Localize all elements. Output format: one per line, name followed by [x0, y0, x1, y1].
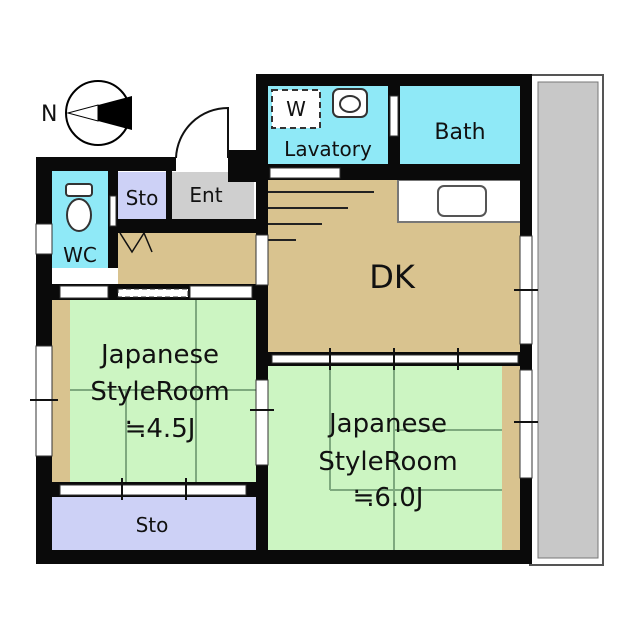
sink-icon — [437, 185, 487, 217]
entrance-door-icon — [175, 106, 229, 159]
lavatory-label: Lavatory — [284, 137, 372, 161]
washer-space — [271, 89, 321, 129]
tatami-6-0-label-line1: Japanese — [327, 409, 447, 439]
wc-label: WC — [63, 243, 97, 267]
bath-room — [400, 86, 520, 164]
bath-label: Bath — [434, 120, 485, 145]
tatami-6-0-side — [502, 366, 522, 550]
closet-door-icon — [119, 232, 153, 254]
tatami-6-0-label-line3: ≒6.0J — [353, 483, 424, 513]
tatami-seams — [70, 299, 502, 550]
tatami-4-5-label-line2: StyleRoom — [90, 377, 229, 407]
toilet-icon — [65, 183, 93, 232]
storage-top-room — [118, 172, 166, 219]
lavatory-sink-icon — [332, 88, 368, 118]
tatami-4-5-label-line1: Japanese — [99, 340, 219, 370]
compass-needle-light-icon — [66, 104, 99, 122]
closet-room — [118, 233, 256, 286]
door-markers — [30, 289, 538, 500]
tatami-6-0-label-line2: StyleRoom — [318, 447, 457, 477]
stair-steps — [268, 191, 374, 241]
balcony — [529, 74, 604, 566]
dk-label: DK — [369, 258, 416, 296]
storage-bottom-room — [52, 497, 256, 550]
tatami-4-5-label-line3: ≒4.5J — [125, 414, 196, 444]
storage-top-label: Sto — [126, 186, 159, 210]
tatami-4-5-side — [52, 299, 70, 482]
compass-north-label: N — [41, 102, 57, 127]
washer-label: W — [286, 97, 306, 121]
tatami-6-0-room — [268, 366, 502, 550]
compass-needle-icon — [68, 96, 132, 130]
storage-bottom-label: Sto — [136, 513, 169, 537]
compass: N — [41, 80, 132, 146]
balcony-floor — [537, 81, 599, 559]
entrance-label: Ent — [189, 183, 222, 207]
